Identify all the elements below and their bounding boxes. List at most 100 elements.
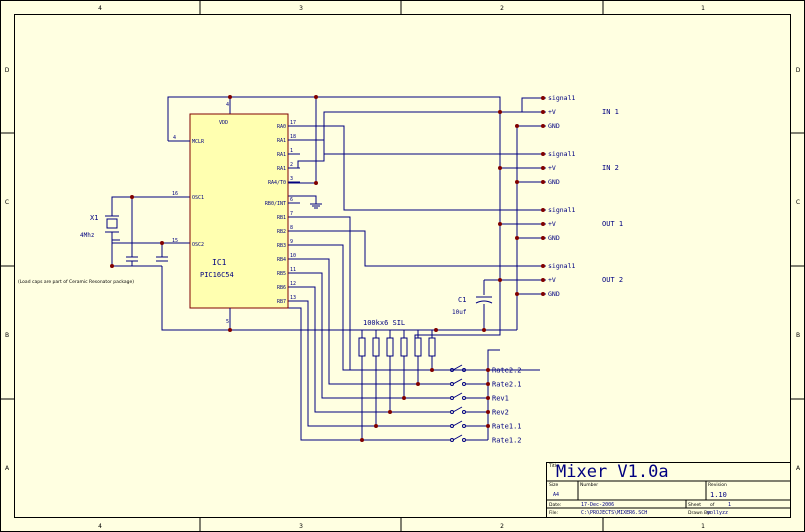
ic-pin-label: RB0/INT (265, 201, 286, 207)
ic-pins (168, 125, 300, 315)
ic-pin-label: RA1 (277, 138, 286, 144)
crystal-x1 (105, 215, 119, 233)
ic-pin-number: 12 (290, 281, 296, 287)
crystal-value: 4Mhz (80, 232, 95, 239)
ic-pin-number: 4 (173, 135, 176, 141)
switch-lever (452, 420, 463, 427)
ground-symbol (310, 203, 322, 209)
ic-pin-number: 11 (290, 267, 296, 273)
connector-terminal (541, 110, 545, 114)
ic-pin-number: 18 (290, 134, 296, 140)
connector-gnd-label: GND (548, 122, 560, 130)
ic-pin-label: RB7 (277, 299, 286, 305)
ic-pin-number: 15 (172, 238, 178, 244)
ic-pin-label: RA0 (277, 124, 286, 130)
ic-pin-number: 10 (290, 253, 296, 259)
switch-lever (452, 406, 463, 413)
connector-name: OUT 1 (602, 220, 623, 228)
ic-pin-number: 2 (290, 162, 293, 168)
wire (288, 307, 362, 441)
zone-row-label: A (5, 465, 10, 472)
sheet-value: 1 (728, 502, 731, 508)
wire (288, 258, 418, 385)
junction (486, 424, 490, 428)
connector-vplus-label: +V (548, 276, 556, 284)
connector-name: IN 2 (602, 164, 619, 172)
zone-row-label: D (5, 67, 10, 74)
capacitor-value: 10uf (452, 309, 467, 316)
zone-col-label: 1 (701, 523, 705, 530)
switch-3: Rev1 (404, 392, 509, 403)
switch-lever (452, 434, 463, 441)
junction (416, 382, 420, 386)
revision-label: Revision (708, 482, 727, 488)
connector-signal-label: signal1 (548, 262, 575, 270)
wire (288, 125, 540, 211)
connector-terminal (541, 236, 545, 240)
capacitor-c1 (475, 296, 493, 304)
switch-contact (462, 368, 466, 372)
connector-name: OUT 2 (602, 276, 623, 284)
zone-col-label: 2 (500, 523, 504, 530)
zone-col-label: 3 (299, 523, 303, 530)
title-block (546, 462, 791, 518)
switch-contact (462, 424, 466, 428)
capacitor-ref: C1 (458, 296, 466, 304)
junction (515, 292, 519, 296)
ic-pin-label: VDD (219, 120, 228, 126)
zone-row-label: D (796, 67, 801, 74)
switch-label: Rate2.1 (492, 381, 522, 389)
sheet-of-label: of (710, 502, 715, 508)
size-label: Size (549, 482, 558, 488)
junctions (110, 95, 519, 442)
connector-name: IN 1 (602, 108, 619, 116)
frame-zone-labels: 4 3 2 1 4 3 2 1 D C B A D C B A (5, 5, 801, 530)
file-value: C:\PROJECTS\MIXER6.SCH (581, 510, 647, 516)
zone-row-label: B (5, 332, 9, 339)
ic-ref-label: IC1 (212, 258, 227, 267)
ic-pin-number: 7 (290, 211, 293, 217)
junction (486, 368, 490, 372)
ic-pin-label: RB1 (277, 215, 286, 221)
junction (110, 264, 114, 268)
switch-label: Rate1.2 (492, 437, 522, 445)
connector-terminal (541, 96, 545, 100)
junction (515, 236, 519, 240)
switch-lever (452, 364, 463, 371)
zone-col-label: 2 (500, 5, 504, 12)
connector-signal-label: signal1 (548, 150, 575, 158)
ic-pin-label: MCLR (192, 139, 205, 145)
date-label: Date: (549, 502, 561, 508)
ic-pin-number: 6 (290, 197, 293, 203)
ic-pin-label: OSC2 (192, 242, 204, 248)
junction (515, 124, 519, 128)
connector-terminal (541, 292, 545, 296)
junction (374, 424, 378, 428)
wire (288, 195, 317, 204)
ic-pin-number: 16 (172, 191, 178, 197)
connector-vplus-label: +V (548, 220, 556, 228)
connector-vplus-label: +V (548, 108, 556, 116)
connector-signal-label: signal1 (548, 206, 575, 214)
drawn-label: Drawn By: (688, 510, 711, 516)
zone-col-label: 4 (98, 5, 102, 12)
switch-2: Rate2.1 (418, 378, 522, 389)
junction (314, 95, 318, 99)
ic-pin-label: RA1 (277, 166, 286, 172)
zone-col-label: 3 (299, 5, 303, 12)
connector-gnd-label: GND (548, 290, 560, 298)
switch-label: Rate1.1 (492, 423, 522, 431)
zone-row-label: C (5, 199, 9, 206)
connector-terminal (541, 124, 545, 128)
connector-terminal (541, 264, 545, 268)
wire (288, 286, 390, 413)
junction (482, 328, 486, 332)
junction (228, 328, 232, 332)
crystal-ref: X1 (90, 214, 98, 222)
switch-contact (462, 438, 466, 442)
